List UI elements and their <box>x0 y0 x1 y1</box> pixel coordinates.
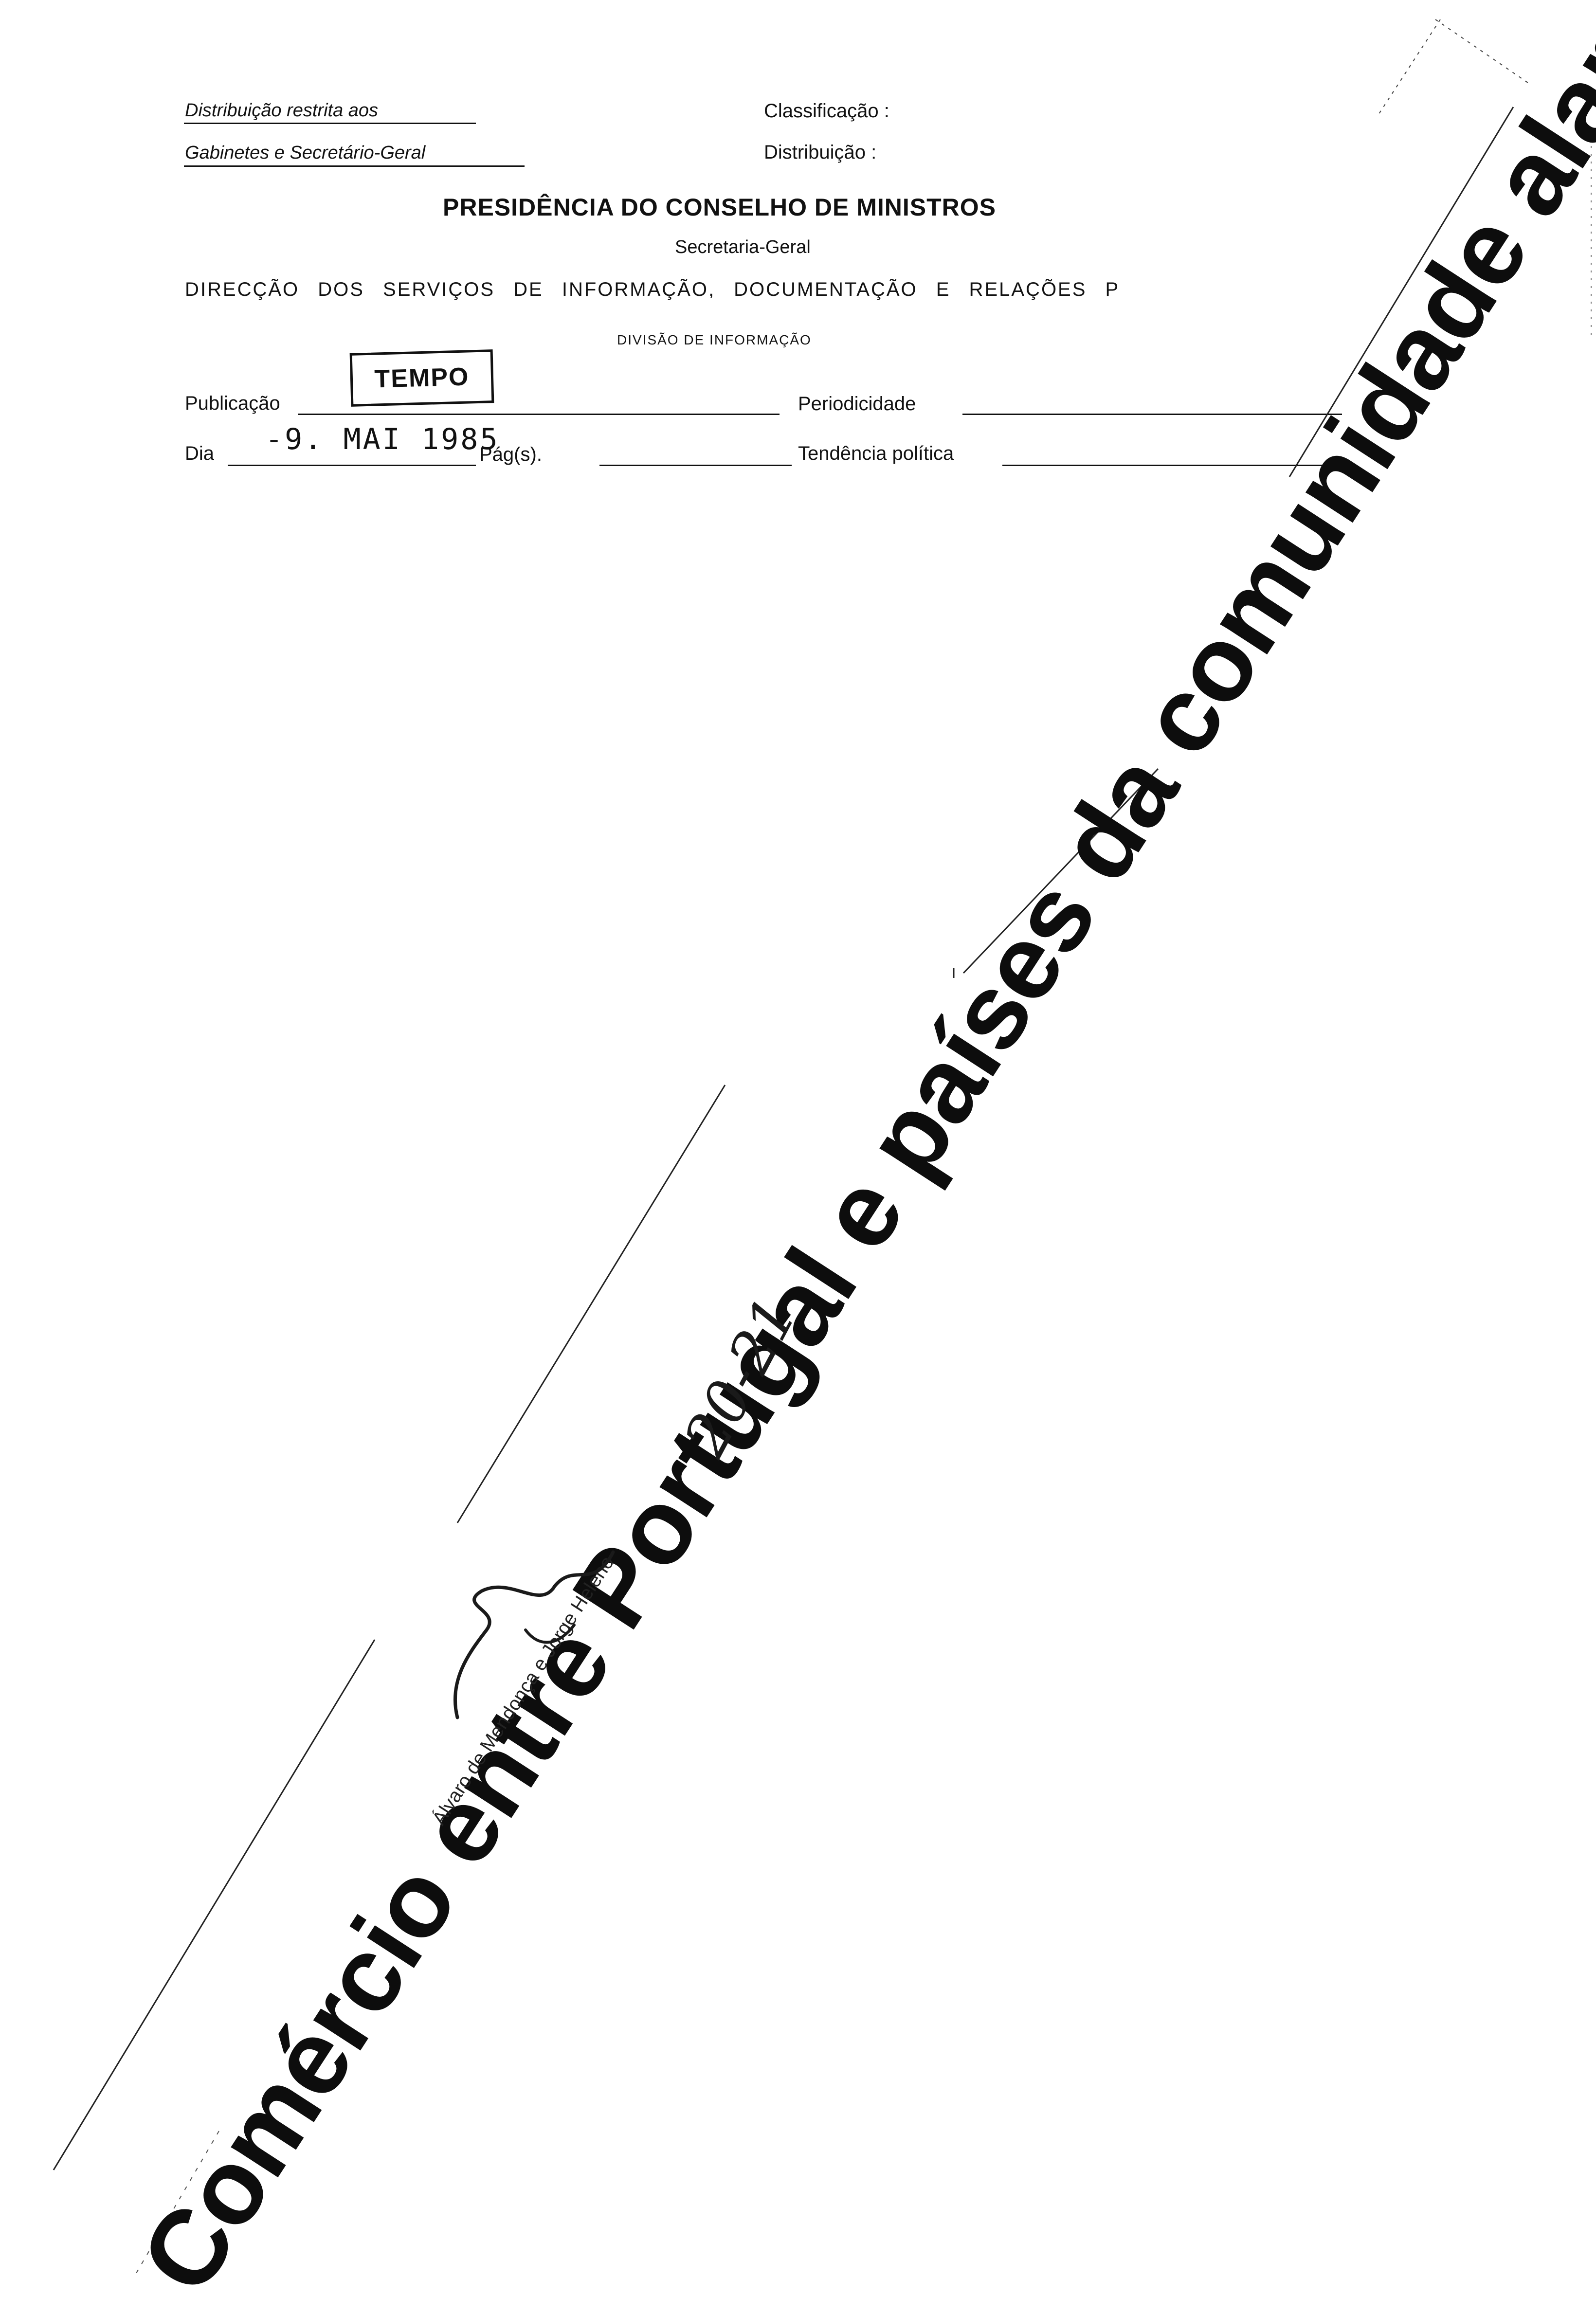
directorate-title: DIRECÇÃO DOS SERVIÇOS DE INFORMAÇÃO, DOC… <box>185 279 1120 300</box>
division-title: DIVISÃO DE INFORMAÇÃO <box>617 332 812 347</box>
distribution-restricted-line2: Gabinetes e Secretário-Geral <box>185 143 426 163</box>
organization-title: PRESIDÊNCIA DO CONSELHO DE MINISTROS <box>443 194 997 221</box>
distribution-underline-1 <box>184 123 476 124</box>
secretariat-title: Secretaria-Geral <box>675 237 811 257</box>
distribution-underline-2 <box>184 165 525 167</box>
handwritten-stroke-2 <box>524 1624 576 1644</box>
publication-label: Publicação <box>185 393 280 414</box>
handwritten-stroke <box>453 1550 615 1719</box>
classification-label: Classificação : <box>764 100 889 122</box>
pages-label: Pág(s). <box>479 444 542 465</box>
clipping-edge-top-right <box>1435 19 1528 83</box>
periodicity-underline <box>962 414 1342 415</box>
day-label: Dia <box>185 443 215 464</box>
date-stamp: -9. MAI 1985 <box>265 422 500 456</box>
clipping-edge-lower-left <box>53 1639 376 2170</box>
clipping-edge-top <box>1377 19 1441 117</box>
periodicity-label: Periodicidade <box>798 393 916 415</box>
clipping-edge-middle <box>962 768 1159 974</box>
political-tendency-underline <box>1002 465 1343 466</box>
distribution-restricted-line1: Distribuição restrita aos <box>185 100 379 121</box>
day-underline <box>228 465 476 466</box>
clipping-edge-lower-middle <box>456 1085 726 1523</box>
handwritten-signature-mark <box>453 1550 615 1719</box>
political-tendency-label: Tendência política <box>798 443 954 464</box>
publication-underline <box>298 414 780 415</box>
clipping-edge-upper-right <box>1288 107 1514 477</box>
distribution-label: Distribuição : <box>764 142 877 163</box>
pages-underline <box>599 465 792 466</box>
